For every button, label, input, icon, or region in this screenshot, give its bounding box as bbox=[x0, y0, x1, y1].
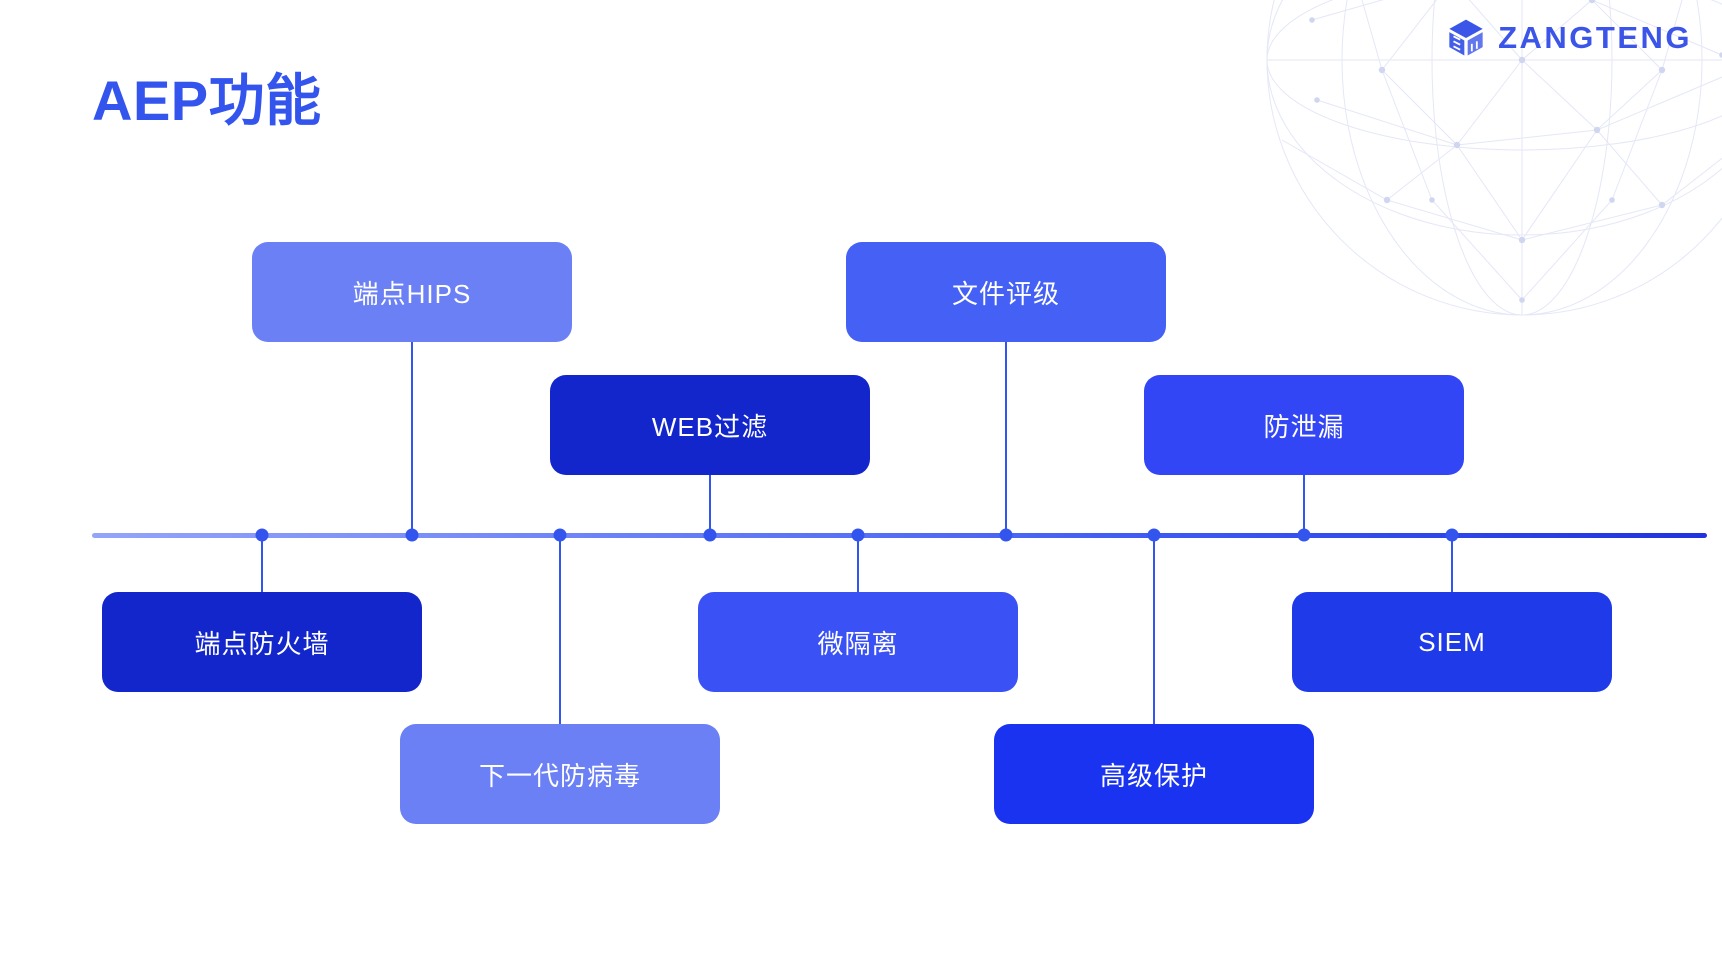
cube-icon bbox=[1449, 19, 1483, 56]
timeline-connector bbox=[559, 535, 561, 724]
page-title: AEP功能 bbox=[92, 69, 322, 132]
timeline-node-label: WEB过滤 bbox=[651, 411, 769, 442]
timeline-node-label: 高级保护 bbox=[1099, 760, 1208, 791]
timeline-node-box[interactable]: 高级保护 bbox=[994, 724, 1314, 824]
timeline-connector bbox=[1153, 535, 1155, 724]
timeline-node-label: 端点HIPS bbox=[352, 278, 472, 309]
timeline-axis bbox=[92, 533, 1707, 538]
timeline-node-label: SIEM bbox=[1418, 626, 1486, 657]
timeline-node-dot[interactable] bbox=[1147, 528, 1161, 542]
timeline-node-label: 端点防火墙 bbox=[194, 628, 330, 659]
timeline-connector bbox=[709, 475, 711, 535]
timeline-node-box[interactable]: 文件评级 bbox=[846, 242, 1166, 342]
timeline-node-label: 下一代防病毒 bbox=[478, 760, 641, 791]
timeline-node-label: 文件评级 bbox=[951, 278, 1060, 309]
timeline-connector bbox=[857, 535, 859, 592]
timeline-connector bbox=[261, 535, 263, 592]
timeline-node-dot[interactable] bbox=[1445, 528, 1459, 542]
timeline-node-box[interactable]: 微隔离 bbox=[698, 592, 1018, 692]
timeline-node-box[interactable]: 下一代防病毒 bbox=[400, 724, 720, 824]
timeline-node-dot[interactable] bbox=[999, 528, 1013, 542]
brand-name: ZANGTENG bbox=[1498, 20, 1692, 55]
timeline-connector bbox=[1303, 475, 1305, 535]
timeline-node-dot[interactable] bbox=[255, 528, 269, 542]
timeline-node-box[interactable]: 端点HIPS bbox=[252, 242, 572, 342]
brand-logo: ZANGTENG bbox=[1446, 18, 1692, 58]
timeline-node-dot[interactable] bbox=[1297, 528, 1311, 542]
timeline-node-dot[interactable] bbox=[851, 528, 865, 542]
timeline-node-box[interactable]: WEB过滤 bbox=[550, 375, 870, 475]
timeline-node-label: 防泄漏 bbox=[1263, 411, 1345, 442]
timeline-node-label: 微隔离 bbox=[817, 628, 899, 659]
timeline-connector bbox=[411, 342, 413, 535]
timeline-node-dot[interactable] bbox=[405, 528, 419, 542]
timeline-node-box[interactable]: 端点防火墙 bbox=[102, 592, 422, 692]
timeline-node-dot[interactable] bbox=[703, 528, 717, 542]
timeline-node-box[interactable]: 防泄漏 bbox=[1144, 375, 1464, 475]
timeline-connector bbox=[1005, 342, 1007, 535]
timeline-node-box[interactable]: SIEM bbox=[1292, 592, 1612, 692]
timeline-node-dot[interactable] bbox=[553, 528, 567, 542]
timeline-connector bbox=[1451, 535, 1453, 592]
